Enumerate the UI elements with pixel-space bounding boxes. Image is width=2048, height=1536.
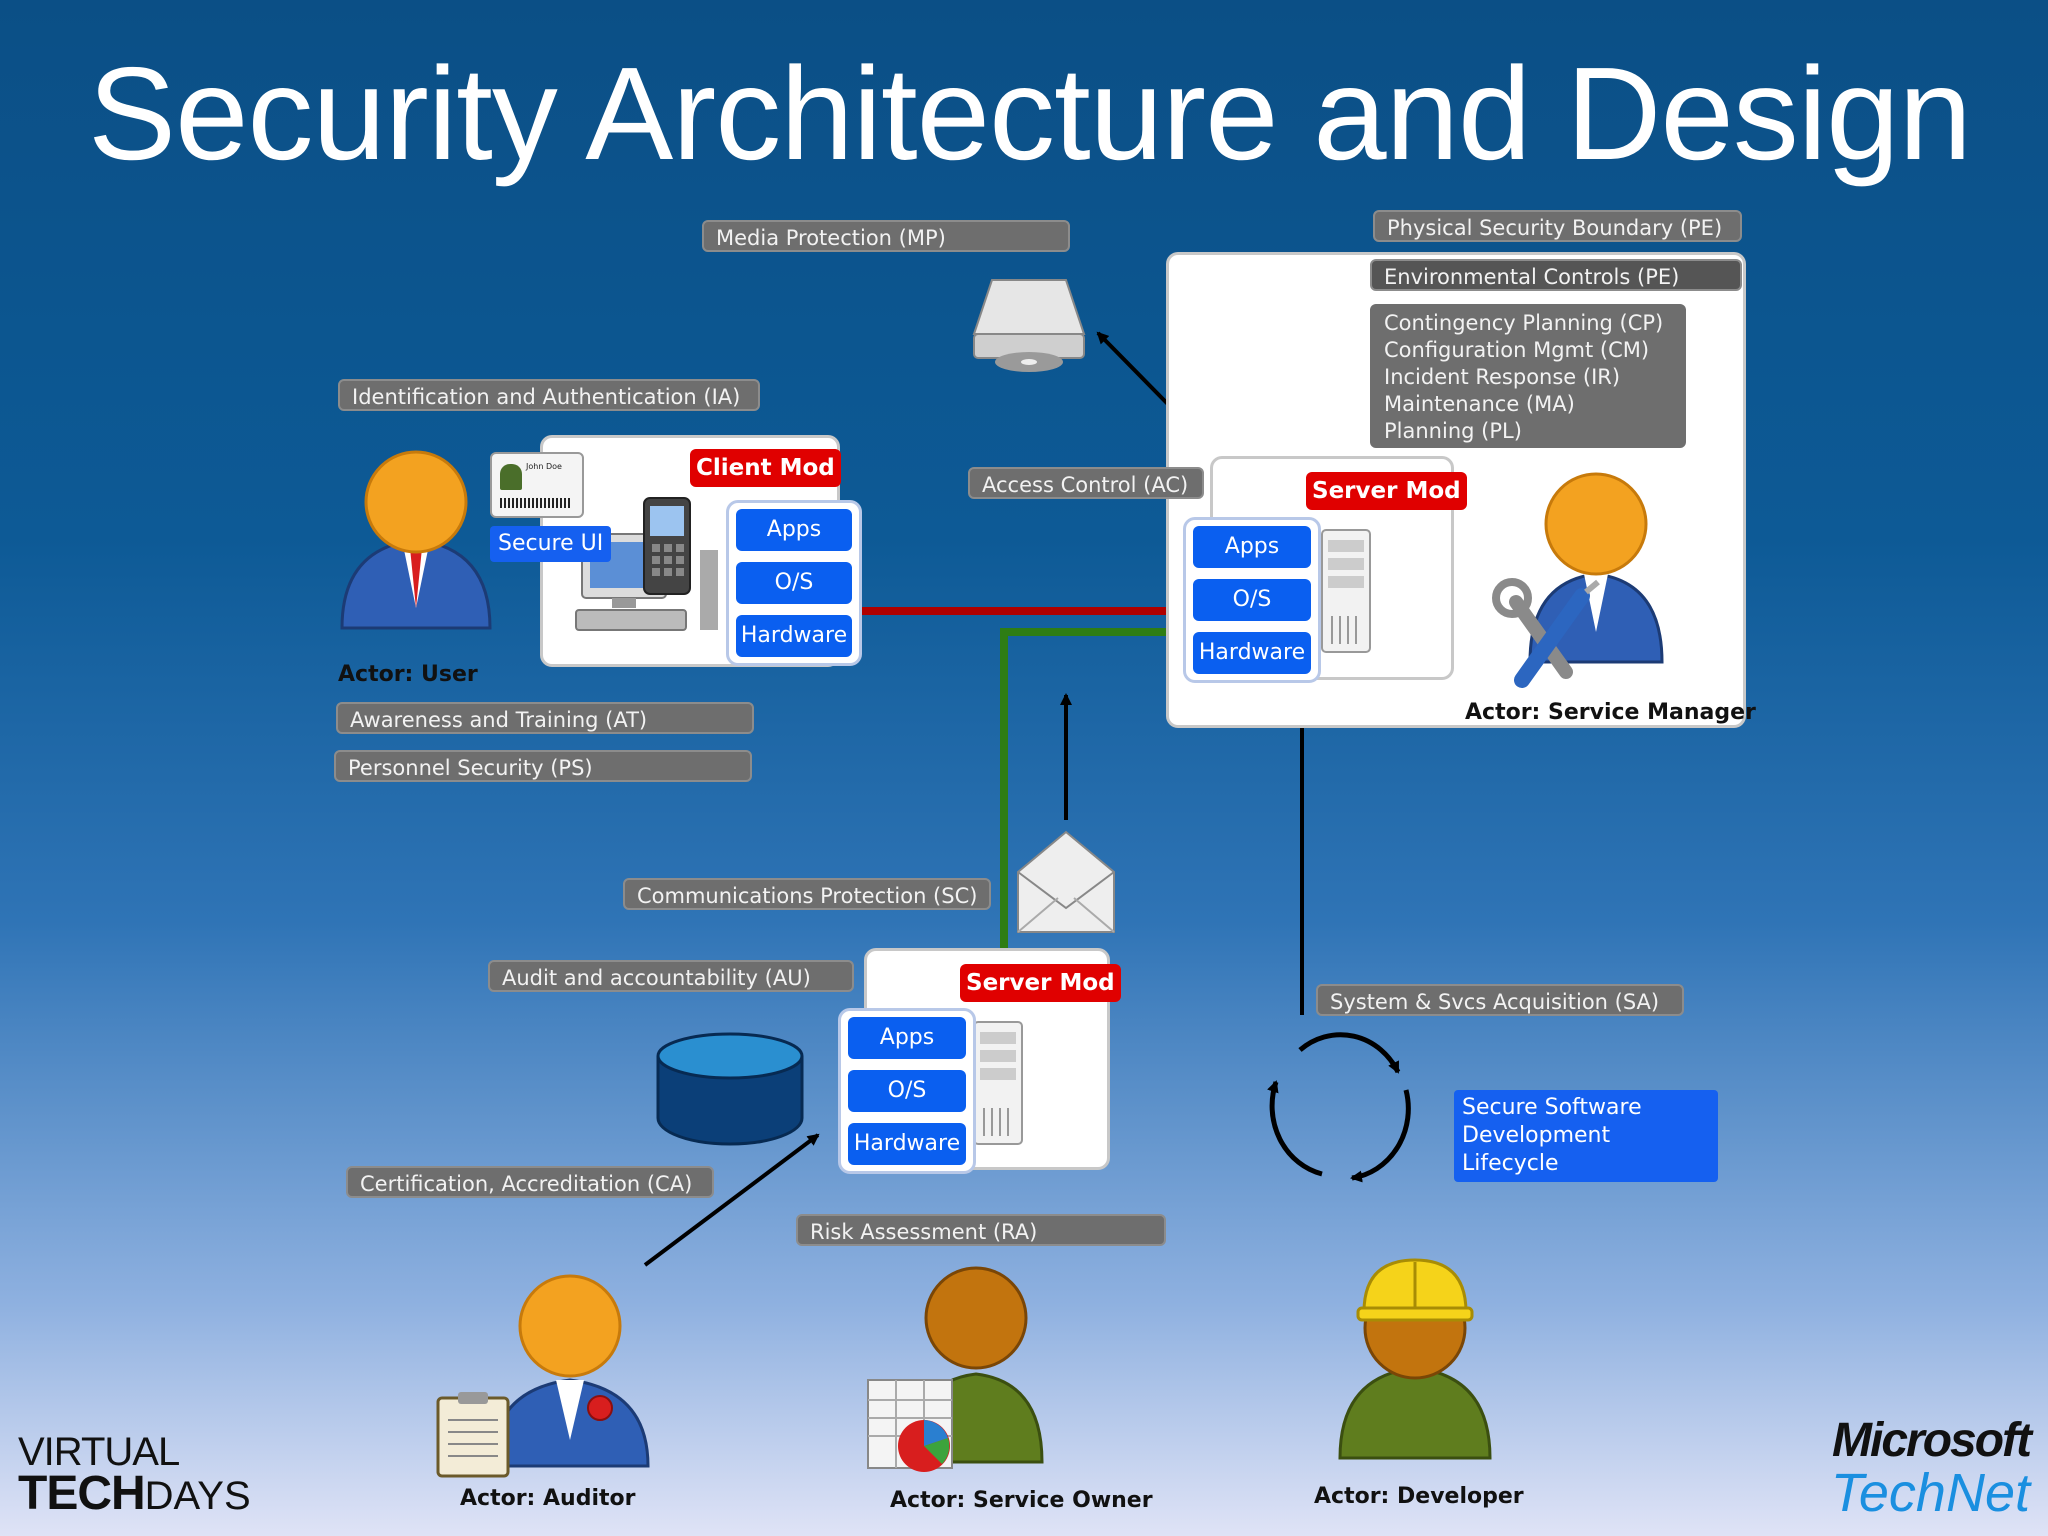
server-tower-icon [973,1021,1023,1145]
tag-risk: Risk Assessment (RA) [796,1214,1166,1246]
server-mod-top-stack: Apps O/S Hardware [1183,517,1321,683]
media-drive-icon [972,279,1086,372]
tag-certification: Certification, Accreditation (CA) [346,1166,714,1198]
layer-apps: Apps [1193,526,1311,568]
tag-access-control: Access Control (AC) [968,467,1204,499]
tag-environmental: Environmental Controls (PE) [1370,259,1742,291]
id-card-barcode [500,498,572,508]
layer-hardware: Hardware [736,615,852,657]
tag-identification: Identification and Authentication (IA) [338,379,760,411]
actor-service-owner-label: Actor: Service Owner [890,1488,1153,1513]
virtual-logo-days: DAYS [144,1474,251,1518]
user-avatar-icon [340,450,492,630]
id-card-name: John Doe [526,462,562,471]
server-mod-bottom-stack: Apps O/S Hardware [838,1008,976,1174]
layer-os: O/S [848,1070,966,1112]
actor-auditor-label: Actor: Auditor [460,1486,636,1511]
layer-apps: Apps [736,509,852,551]
service-manager-avatar-icon [1492,472,1664,688]
layer-hardware: Hardware [1193,632,1311,674]
secure-ui-label: Secure UI [490,526,612,562]
tag-audit: Audit and accountability (AU) [488,960,854,992]
ms-logo-line2: TechNet [1830,1463,2030,1523]
actor-user-label: Actor: User [338,662,478,687]
layer-os: O/S [1193,579,1311,621]
ms-logo-line1: Microsoft [1832,1414,2032,1467]
arrow-auditor [643,1133,820,1267]
auditor-avatar-icon [436,1274,650,1478]
server-mod-bottom-label: Server Mod [960,964,1121,1002]
ops-item: Maintenance (MA) [1384,392,1575,416]
id-card-icon: John Doe [490,452,584,518]
actor-service-manager-label: Actor: Service Manager [1465,700,1756,725]
page-title: Security Architecture and Design [88,40,1972,187]
tag-physical-boundary: Physical Security Boundary (PE) [1373,210,1742,242]
ops-item: Configuration Mgmt (CM) [1384,338,1650,362]
id-card-photo [500,464,522,490]
client-mod-label: Client Mod [690,449,841,487]
server-tower-icon [1321,529,1371,653]
tag-system-acquisition: System & Svcs Acquisition (SA) [1316,984,1684,1016]
sdl-line: Development Lifecycle [1462,1123,1611,1176]
ops-controls-block: Contingency Planning (CP) Configuration … [1370,304,1686,448]
envelope-icon [1017,830,1115,933]
database-icon [656,1032,804,1146]
tag-communications: Communications Protection (SC) [623,878,991,910]
layer-os: O/S [736,562,852,604]
cycle-bottom-icon [1267,1032,1411,1183]
layer-apps: Apps [848,1017,966,1059]
tag-personnel: Personnel Security (PS) [334,750,752,782]
ops-item: Contingency Planning (CP) [1384,311,1664,335]
microsoft-technet-logo: Microsoft TechNet [1790,1414,2032,1523]
ops-item: Planning (PL) [1384,419,1522,443]
tag-awareness: Awareness and Training (AT) [336,702,754,734]
service-owner-avatar-icon [867,1266,1044,1472]
developer-avatar-icon [1338,1258,1492,1460]
sdl-label: Secure Software Development Lifecycle [1454,1090,1718,1182]
workstation-icon [575,497,718,631]
layer-hardware: Hardware [848,1123,966,1165]
tag-media-protection: Media Protection (MP) [702,220,1070,252]
ops-item: Incident Response (IR) [1384,365,1621,389]
actor-developer-label: Actor: Developer [1314,1484,1524,1509]
virtual-techdays-logo: VIRTUAL TECHDAYS [18,1432,251,1527]
server-server-link [1000,628,1168,948]
virtual-logo-line1: VIRTUAL [18,1430,180,1474]
client-mod-stack: Apps O/S Hardware [726,500,862,666]
sdl-line: Secure Software [1462,1095,1642,1120]
virtual-logo-tech: TECH [18,1467,146,1520]
server-mod-top-label: Server Mod [1306,472,1467,510]
